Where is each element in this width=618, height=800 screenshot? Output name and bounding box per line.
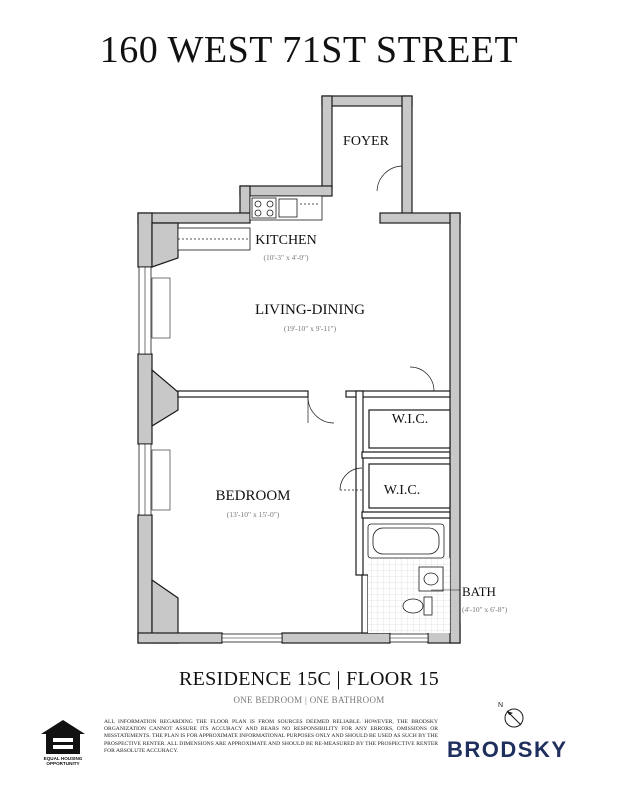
bedroom-door-swing bbox=[307, 396, 335, 424]
room-label-foyer: FOYER bbox=[343, 134, 389, 149]
room-dims-kitchen: (10'-3" x 4'-0") bbox=[263, 253, 309, 262]
wic-2-box bbox=[368, 463, 451, 509]
wall-segment bbox=[137, 632, 223, 644]
wall-segment bbox=[151, 222, 179, 268]
partition-wic-bath bbox=[361, 511, 451, 519]
wall-segment bbox=[401, 95, 413, 217]
wic-door-swing bbox=[339, 467, 363, 491]
equal-housing-icon bbox=[41, 720, 85, 754]
toilet-bowl bbox=[402, 598, 424, 614]
wall-segment bbox=[379, 212, 461, 224]
wall-segment bbox=[449, 212, 461, 644]
wall-segment bbox=[239, 185, 333, 197]
equal-housing-label: EQUAL HOUSING OPPORTUNITY bbox=[43, 756, 83, 766]
wall-segment bbox=[281, 632, 391, 644]
wic-1-box bbox=[368, 409, 451, 449]
room-label-wic-1: W.I.C. bbox=[391, 412, 429, 427]
partition bbox=[361, 574, 369, 634]
room-label-bedroom: BEDROOM bbox=[215, 488, 291, 504]
room-label-kitchen: KITCHEN bbox=[255, 233, 317, 248]
wall-segment bbox=[137, 353, 153, 445]
wall-segment bbox=[151, 368, 179, 428]
brand-logo: BRODSKY bbox=[447, 737, 568, 762]
room-label-wic-2: W.I.C. bbox=[383, 483, 421, 498]
disclaimer-text: ALL INFORMATION REGARDING THE FLOOR PLAN… bbox=[104, 719, 438, 754]
bathtub-basin bbox=[372, 527, 440, 555]
partition bbox=[345, 390, 451, 398]
room-label-bath: BATH bbox=[462, 584, 496, 599]
kitchen-sink bbox=[278, 198, 298, 218]
property-title: 160 WEST 71ST STREET bbox=[99, 29, 519, 71]
partition-bedroom-right bbox=[355, 390, 364, 576]
partition-living-bedroom bbox=[177, 390, 309, 398]
room-label-living: LIVING-DINING bbox=[255, 302, 365, 318]
compass-icon: N bbox=[498, 702, 524, 728]
unit-summary: ONE BEDROOM | ONE BATHROOM bbox=[233, 695, 385, 705]
wall-segment bbox=[137, 212, 153, 268]
room-dims-bedroom: (13'-10" x 15'-0") bbox=[226, 510, 280, 519]
partition-wic bbox=[361, 451, 451, 459]
compass-north-letter: N bbox=[498, 702, 503, 709]
wall-segment bbox=[137, 212, 251, 224]
foyer-door-swing bbox=[376, 165, 403, 192]
residence-heading: RESIDENCE 15C | FLOOR 15 bbox=[178, 668, 440, 690]
toilet-tank bbox=[423, 596, 433, 616]
wic-door-swing bbox=[409, 366, 435, 392]
room-dims-living: (19'-10" x 9'-11") bbox=[283, 324, 337, 333]
wall-segment bbox=[137, 514, 153, 644]
wall-segment bbox=[239, 185, 251, 217]
wall-segment bbox=[321, 95, 413, 107]
room-dims-bath: (4'-10" x 6'-8") bbox=[462, 605, 508, 614]
